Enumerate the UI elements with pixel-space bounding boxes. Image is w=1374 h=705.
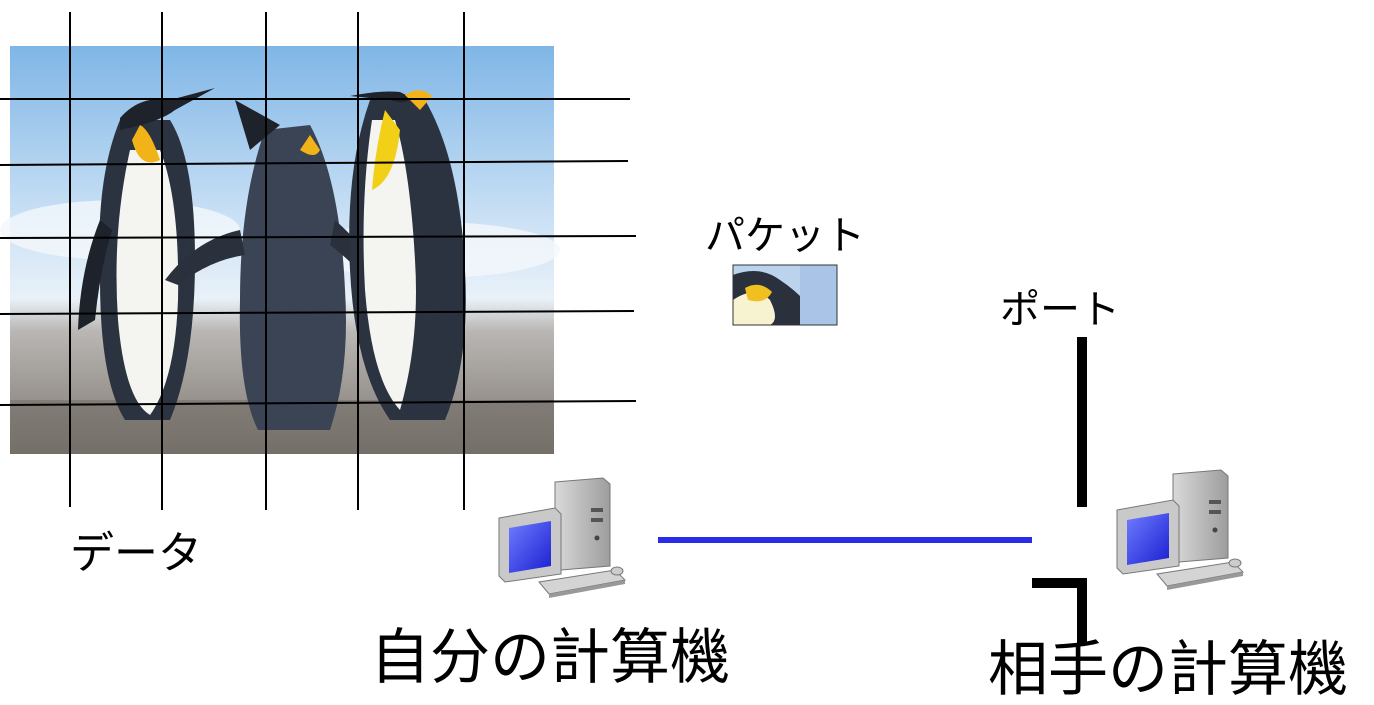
my-computer-label: 自分の計算機 <box>370 623 730 693</box>
data-label: データ <box>70 528 202 579</box>
data-grid <box>0 12 637 510</box>
peer-computer-label: 相手の計算機 <box>988 635 1348 705</box>
packet-image <box>732 264 838 326</box>
data-image <box>0 46 560 454</box>
packet-label: パケット <box>705 213 865 259</box>
port-bar <box>1032 337 1087 645</box>
penguin-right-shape <box>349 90 466 420</box>
port-label: ポート <box>1000 287 1120 333</box>
peer-computer-icon <box>1116 469 1245 590</box>
my-computer-icon <box>498 477 627 598</box>
